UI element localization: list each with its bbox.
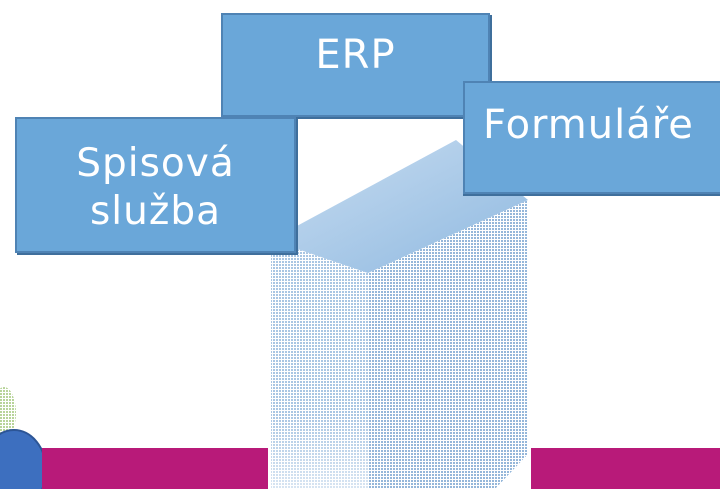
accent-bar-right bbox=[531, 448, 720, 489]
person-icon bbox=[0, 387, 47, 489]
formulare-box: Formuláře bbox=[463, 81, 720, 194]
server-icon bbox=[271, 140, 528, 489]
spisova-sluzba-label: Spisová služba bbox=[76, 141, 235, 234]
spisova-sluzba-box: Spisová služba bbox=[15, 117, 296, 253]
formulare-label: Formuláře bbox=[483, 102, 694, 149]
erp-label: ERP bbox=[315, 31, 396, 78]
accent-bar-left bbox=[42, 448, 268, 489]
erp-box: ERP bbox=[221, 13, 490, 117]
